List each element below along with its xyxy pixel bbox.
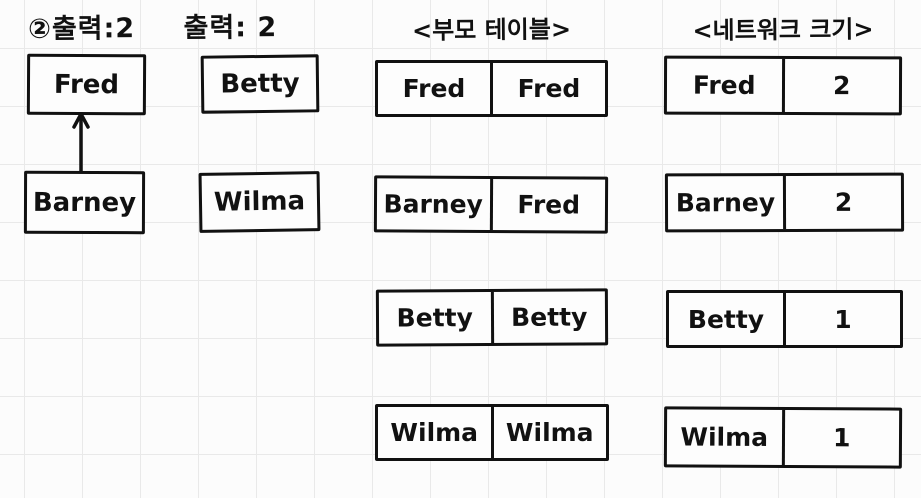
table-cell: Fred [517,74,581,103]
table-cell: Betty [511,302,588,332]
node-label: Betty [220,68,300,100]
table-row: Barney 2 [664,172,905,233]
caption-output-1: ②출력:2 [27,13,136,45]
table-cell: Fred [666,58,785,113]
table-cell: 1 [832,423,851,453]
table-cell: Wilma [378,407,494,458]
table-row: Barney Fred [373,175,609,234]
table-cell: 2 [834,187,853,217]
table-row: Betty Betty [375,288,609,347]
table-cell: Fred [517,190,581,220]
table-cell: Barney [376,178,493,231]
node-label: Fred [53,69,120,100]
caption-output-2: 출력: 2 [183,12,278,44]
table-row: Fred 2 [663,55,903,116]
table-cell: Betty [378,291,494,344]
node-wilma: Wilma [198,171,321,233]
table-cell: Barney [667,175,787,230]
table-row: Wilma 1 [663,406,903,469]
node-barney: Barney [23,170,146,235]
table-cell: Wilma [666,409,785,466]
node-label: Barney [32,187,137,218]
node-fred: Fred [26,53,147,116]
table-row: Wilma Wilma [375,404,609,461]
arrow-barney-to-fred-icon [72,112,90,173]
node-betty: Betty [200,54,320,114]
table-cell: Betty [669,293,786,345]
table-cell: 1 [834,304,852,334]
table-row: Fred Fred [375,60,608,117]
caption: ②출력:2 출력: 2 [28,5,277,46]
parent-table-title: <부모 테이블> [411,15,572,45]
network-size-table-title: <네트워크 크기> [692,15,874,45]
table-row: Betty 1 [666,290,903,348]
table-cell: 2 [832,71,851,101]
table-cell: Fred [378,63,493,114]
table-cell: Wilma [505,418,594,447]
node-label: Wilma [213,186,306,218]
